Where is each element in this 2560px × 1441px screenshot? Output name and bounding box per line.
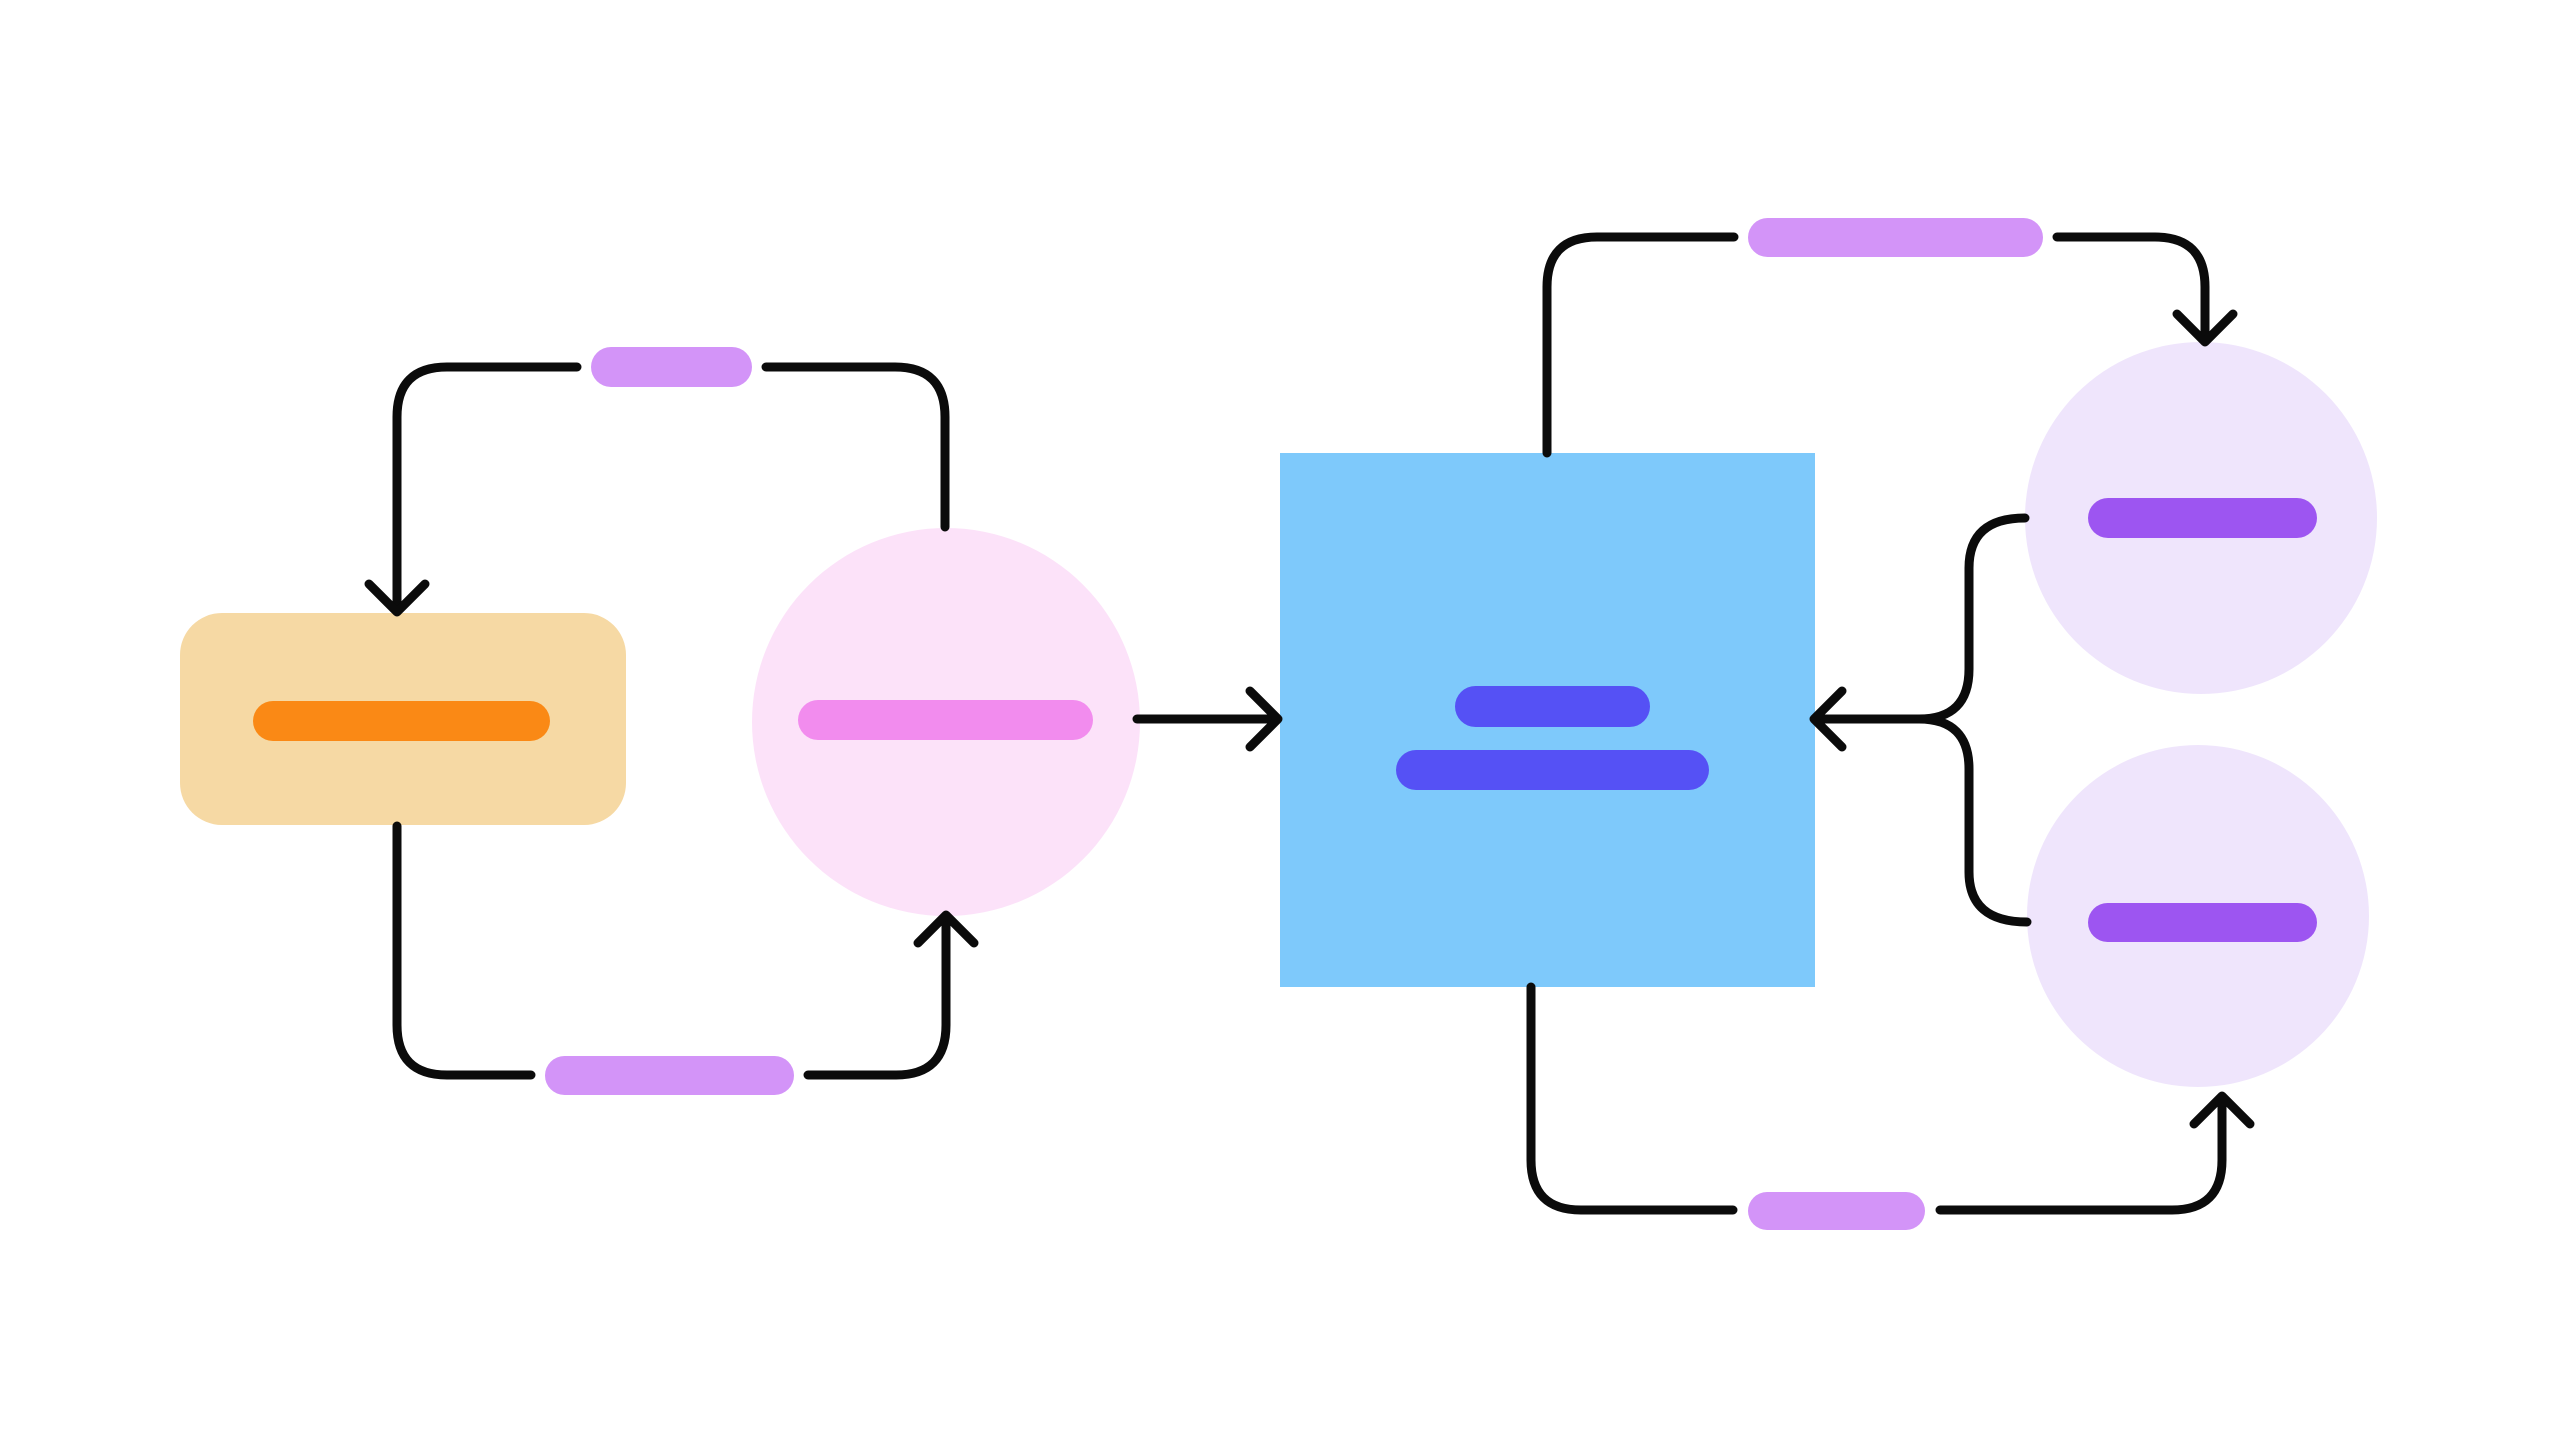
connector-loop-bottom-right-from-square bbox=[1526, 982, 1738, 1215]
connector-loop-bottom-left-into-pink-circle bbox=[803, 916, 951, 1080]
arrowhead-up-into-bottom-circle bbox=[2189, 1091, 2255, 1129]
text-placeholder-bar-pink bbox=[798, 700, 1093, 740]
text-placeholder-bar-blue-short bbox=[1455, 686, 1650, 727]
connector-loop-bottom-right-into-bottom-circle bbox=[1935, 1097, 2227, 1215]
arrowhead-down-into-top-circle bbox=[2172, 309, 2238, 347]
edge-label-pill-top-right bbox=[1748, 218, 2043, 257]
connector-loop-top-left-into-rect bbox=[392, 362, 582, 613]
arrowhead-right-into-square bbox=[1245, 686, 1283, 752]
edge-label-pill-bottom-right bbox=[1748, 1192, 1925, 1230]
edge-label-pill-bottom-left bbox=[545, 1056, 794, 1095]
connector-brace-top-branch bbox=[1815, 513, 2030, 724]
arrowhead-up-into-pink-circle bbox=[913, 910, 979, 948]
text-placeholder-bar-orange bbox=[253, 701, 550, 741]
connector-brace-bottom-branch bbox=[1914, 714, 2032, 927]
text-placeholder-bar-purple-top bbox=[2088, 498, 2317, 538]
connector-loop-top-right-into-top-circle bbox=[2052, 232, 2210, 343]
edge-label-pill-top-left bbox=[591, 347, 752, 387]
arrowhead-down-into-rect bbox=[364, 579, 430, 617]
text-placeholder-bar-blue-long bbox=[1396, 750, 1709, 790]
arrowhead-left-into-square-right bbox=[1809, 686, 1847, 752]
text-placeholder-bar-purple-bottom bbox=[2088, 903, 2317, 942]
connector-loop-top-left-from-pink-circle bbox=[761, 362, 950, 532]
connector-loop-top-right-from-square bbox=[1542, 232, 1739, 458]
connector-loop-bottom-left-from-rect bbox=[392, 821, 536, 1080]
